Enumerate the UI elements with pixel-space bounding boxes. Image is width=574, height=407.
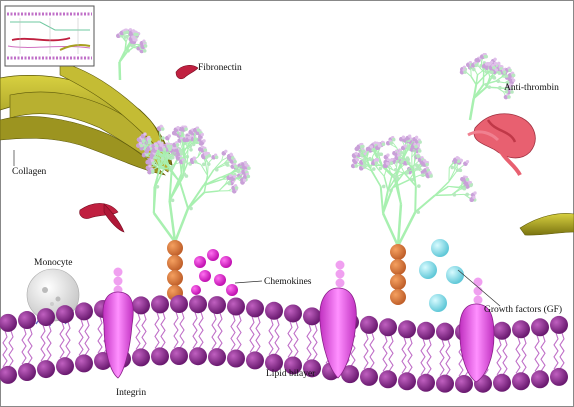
monocyte-label: Monocyte xyxy=(34,258,73,268)
core-protein-right xyxy=(390,244,406,305)
lipid-head xyxy=(132,296,150,315)
core-protein-left xyxy=(167,240,183,301)
lipid-head xyxy=(284,304,302,323)
lipid-head xyxy=(512,372,530,391)
lipid-head xyxy=(170,347,188,366)
lipid-head xyxy=(436,374,454,393)
lipid-head xyxy=(75,302,93,321)
lipid-head xyxy=(550,367,568,386)
integrin-left xyxy=(102,267,134,379)
lipid-head xyxy=(189,347,207,366)
lipid-head xyxy=(0,313,17,332)
lipid-head xyxy=(37,360,55,379)
lipid-head xyxy=(284,356,302,375)
integrin-middle xyxy=(319,260,357,379)
lipid-head xyxy=(303,307,321,326)
lipid-head xyxy=(151,347,169,366)
lipid-head xyxy=(493,321,511,340)
lipid-head xyxy=(303,359,321,378)
collagen-fiber-right xyxy=(519,213,574,236)
growth-factors-label: Growth factors (GF) xyxy=(484,304,562,315)
lipid-head xyxy=(398,372,416,391)
fibronectin-shape xyxy=(175,65,199,80)
lipid-head xyxy=(265,353,283,372)
lipid-head xyxy=(417,321,435,340)
lipid-head xyxy=(493,373,511,392)
lipid-head xyxy=(56,305,74,324)
integrin-label: Integrin xyxy=(116,388,146,398)
lipid-head xyxy=(37,308,55,327)
lipid-head xyxy=(398,320,416,339)
lipid-head xyxy=(360,315,378,334)
lipid-head xyxy=(436,322,454,341)
integrin-right xyxy=(459,277,495,383)
collagen-label: Collagen xyxy=(12,167,47,177)
lipid-head xyxy=(75,354,93,373)
growth-factor-cluster xyxy=(419,239,464,312)
lipid-head xyxy=(512,320,530,339)
fibronectin-fragment xyxy=(79,203,119,219)
lipid-head xyxy=(341,365,359,384)
lipid-head xyxy=(379,318,397,337)
lipid-head xyxy=(227,349,245,368)
lipid-head xyxy=(56,357,74,376)
lipid-bilayer-label: Lipid bilayer xyxy=(266,369,316,379)
lipid-head xyxy=(151,295,169,314)
lipid-head xyxy=(246,351,264,370)
fibronectin-label: Fibronectin xyxy=(198,63,242,73)
lipid-head xyxy=(417,373,435,392)
leader-lines xyxy=(13,150,501,307)
chemokine-cluster xyxy=(191,249,238,296)
chemokines-label: Chemokines xyxy=(264,277,312,287)
lipid-head xyxy=(360,367,378,386)
lipid-head xyxy=(265,301,283,320)
fibronectin-fragment-2 xyxy=(103,203,125,233)
lipid-head xyxy=(455,375,473,393)
lipid-head xyxy=(531,370,549,389)
lipid-head xyxy=(246,299,264,318)
lipid-head xyxy=(132,348,150,367)
lipid-head xyxy=(189,295,207,314)
lipid-head xyxy=(18,311,36,330)
lipid-head xyxy=(227,297,245,316)
collagen-fibers xyxy=(0,61,173,176)
lipid-head xyxy=(18,363,36,382)
anti-thrombin-label: Anti-thrombin xyxy=(504,83,559,93)
lipid-head xyxy=(0,365,17,384)
lipid-head xyxy=(531,318,549,337)
anti-thrombin-shape xyxy=(467,113,536,176)
lipid-head xyxy=(208,296,226,315)
lipid-head xyxy=(170,295,188,314)
glycan-chains xyxy=(116,28,516,247)
inset-thumbnail xyxy=(4,5,95,67)
lipid-head xyxy=(208,348,226,367)
lipid-head xyxy=(379,370,397,389)
lipid-head xyxy=(550,315,568,334)
